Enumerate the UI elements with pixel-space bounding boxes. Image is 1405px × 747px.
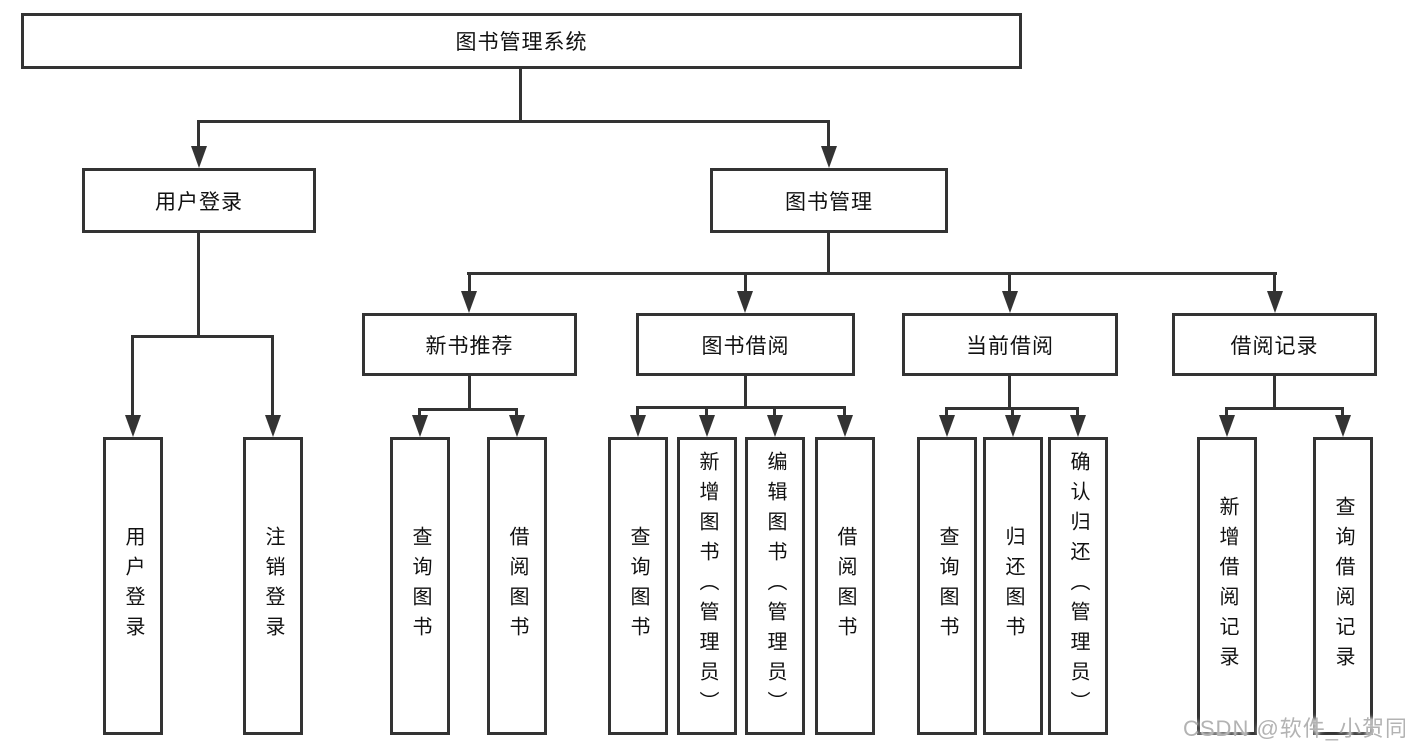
node-current-borrow: 当前借阅 xyxy=(902,313,1118,376)
leaf-query-books-recommend-label: 查询图书 xyxy=(409,526,431,646)
arrow-down-icon xyxy=(1005,415,1021,437)
arrow-down-icon xyxy=(1335,415,1351,437)
leaf-return-books-label: 归还图书 xyxy=(1002,526,1024,646)
connector-user-login-stem xyxy=(197,233,200,335)
connector-borrow-records-rail xyxy=(1225,407,1344,410)
leaf-add-borrow-record: 新增借阅记录 xyxy=(1197,437,1257,735)
leaf-add-borrow-record-label: 新增借阅记录 xyxy=(1216,496,1238,676)
leaf-edit-book-admin: 编辑图书（管理员） xyxy=(745,437,805,735)
arrow-down-icon xyxy=(1219,415,1235,437)
connector-drop xyxy=(1341,407,1344,415)
connector-drop xyxy=(1011,407,1014,415)
connector-drop xyxy=(515,408,518,415)
connector-book-management-rail xyxy=(467,272,1277,275)
connector-drop-new-book-recommend xyxy=(468,272,471,291)
connector-drop-leaf-user-login xyxy=(131,335,134,415)
connector-drop-borrow-records xyxy=(1273,272,1276,291)
leaf-query-books-borrow-label: 查询图书 xyxy=(627,526,649,646)
connector-drop xyxy=(843,406,846,415)
node-book-management-label: 图书管理 xyxy=(785,190,873,214)
connector-drop xyxy=(705,406,708,415)
leaf-query-books-borrow: 查询图书 xyxy=(608,437,668,735)
connector-book-borrow-rail xyxy=(636,406,846,409)
leaf-borrow-books-recommend-label: 借阅图书 xyxy=(506,526,528,646)
connector-book-management-stem xyxy=(827,233,830,272)
leaf-confirm-return-admin: 确认归还（管理员） xyxy=(1048,437,1108,735)
leaf-borrow-books: 借阅图书 xyxy=(815,437,875,735)
arrow-down-icon xyxy=(125,415,141,437)
connector-root-rail xyxy=(198,120,830,123)
csdn-watermark: CSDN @软件_小贺同学 xyxy=(1183,716,1405,741)
node-user-login: 用户登录 xyxy=(82,168,316,233)
connector-drop-book-borrow xyxy=(744,272,747,291)
leaf-return-books: 归还图书 xyxy=(983,437,1043,735)
node-library-management-system-label: 图书管理系统 xyxy=(455,31,588,54)
arrow-down-icon xyxy=(1002,291,1018,313)
connector-borrow-records-stem xyxy=(1273,376,1276,407)
arrow-down-icon xyxy=(939,415,955,437)
arrow-down-icon xyxy=(1267,291,1283,313)
arrow-down-icon xyxy=(767,415,783,437)
leaf-query-books-current: 查询图书 xyxy=(917,437,977,735)
arrow-down-icon xyxy=(737,291,753,313)
leaf-logout: 注销登录 xyxy=(243,437,303,735)
leaf-user-login: 用户登录 xyxy=(103,437,163,735)
leaf-borrow-books-recommend: 借阅图书 xyxy=(487,437,547,735)
connector-drop xyxy=(418,408,421,415)
node-current-borrow-label: 当前借阅 xyxy=(966,334,1054,358)
leaf-confirm-return-admin-label: 确认归还（管理员） xyxy=(1067,451,1089,721)
arrow-down-icon xyxy=(265,415,281,437)
connector-book-borrow-stem xyxy=(744,376,747,406)
arrow-down-icon xyxy=(821,146,837,168)
leaf-edit-book-admin-label: 编辑图书（管理员） xyxy=(764,451,786,721)
node-book-borrow: 图书借阅 xyxy=(636,313,855,376)
connector-drop xyxy=(945,407,948,415)
leaf-query-borrow-record: 查询借阅记录 xyxy=(1313,437,1373,735)
node-user-login-label: 用户登录 xyxy=(155,190,243,214)
leaf-borrow-books-label: 借阅图书 xyxy=(834,526,856,646)
connector-drop-leaf-logout xyxy=(271,335,274,415)
arrow-down-icon xyxy=(412,415,428,437)
arrow-down-icon xyxy=(461,291,477,313)
connector-drop xyxy=(773,406,776,415)
connector-new-book-recommend-rail xyxy=(418,408,518,411)
arrow-down-icon xyxy=(630,415,646,437)
arrow-down-icon xyxy=(837,415,853,437)
node-book-management: 图书管理 xyxy=(710,168,948,233)
arrow-down-icon xyxy=(699,415,715,437)
node-new-book-recommend: 新书推荐 xyxy=(362,313,577,376)
connector-drop-current-borrow xyxy=(1008,272,1011,291)
node-new-book-recommend-label: 新书推荐 xyxy=(425,334,514,358)
leaf-add-book-admin-label: 新增图书（管理员） xyxy=(696,451,718,721)
leaf-logout-label: 注销登录 xyxy=(262,526,284,646)
connector-drop xyxy=(1076,407,1079,415)
leaf-user-login-label: 用户登录 xyxy=(122,526,144,646)
connector-current-borrow-stem xyxy=(1008,376,1011,407)
leaf-query-books-current-label: 查询图书 xyxy=(936,526,958,646)
node-borrow-records-label: 借阅记录 xyxy=(1230,334,1319,358)
connector-new-book-recommend-stem xyxy=(468,376,471,408)
leaf-query-books-recommend: 查询图书 xyxy=(390,437,450,735)
connector-drop xyxy=(636,406,639,415)
leaf-query-borrow-record-label: 查询借阅记录 xyxy=(1332,496,1354,676)
leaf-add-book-admin: 新增图书（管理员） xyxy=(677,437,737,735)
connector-drop xyxy=(1225,407,1228,415)
node-book-borrow-label: 图书借阅 xyxy=(701,334,790,358)
connector-user-login-rail xyxy=(131,335,274,338)
connector-root-drop-user-login xyxy=(197,120,200,146)
node-borrow-records: 借阅记录 xyxy=(1172,313,1377,376)
arrow-down-icon xyxy=(509,415,525,437)
arrow-down-icon xyxy=(1070,415,1086,437)
node-library-management-system: 图书管理系统 xyxy=(21,13,1022,69)
connector-root-drop-book-management xyxy=(827,120,830,146)
connector-root-stem xyxy=(519,68,522,120)
arrow-down-icon xyxy=(191,146,207,168)
